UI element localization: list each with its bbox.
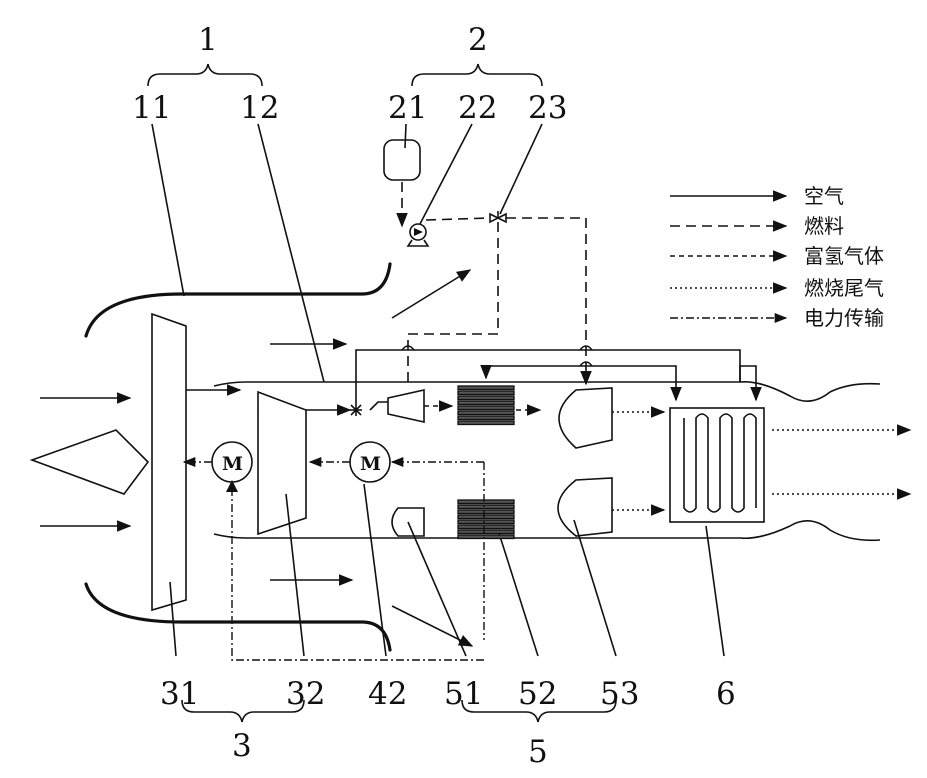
motor-left-symbol: M xyxy=(222,453,243,475)
heat-exchanger-plate xyxy=(458,525,514,529)
legend-label-hydrogen: 富氢气体 xyxy=(804,244,884,268)
label-1: 1 xyxy=(198,22,218,58)
heat-exchanger-plate xyxy=(458,520,514,524)
legend-item-exhaust: 燃烧尾气 xyxy=(670,276,884,300)
legend-item-power: 电力传输 xyxy=(670,306,884,330)
heat-exchanger-plate xyxy=(458,411,514,415)
air-flows xyxy=(40,270,756,646)
motor-left: M xyxy=(212,442,252,482)
legend-label-exhaust: 燃烧尾气 xyxy=(804,276,884,300)
label-52: 52 xyxy=(518,676,557,712)
reformer-6-coil xyxy=(684,414,756,512)
legend-label-fuel: 燃料 xyxy=(804,214,844,238)
pump-22 xyxy=(408,224,428,246)
brace-1 xyxy=(148,64,262,86)
inlet-cone xyxy=(32,430,148,494)
mixing-junction xyxy=(350,404,362,416)
label-31: 31 xyxy=(160,676,199,712)
legend-label-power: 电力传输 xyxy=(804,306,884,330)
valve-23 xyxy=(490,211,506,222)
motor-42: M xyxy=(350,442,390,482)
label-23: 23 xyxy=(528,90,567,126)
label-22: 22 xyxy=(458,90,497,126)
motor-42-symbol: M xyxy=(360,453,381,475)
core-casing xyxy=(214,382,880,541)
brace-2 xyxy=(412,64,542,86)
heat-exchanger-plate xyxy=(458,515,514,519)
heat-exchanger-plate xyxy=(458,535,514,539)
label-3: 3 xyxy=(232,728,252,764)
heat-exchanger-plate xyxy=(458,421,514,425)
label-12: 12 xyxy=(240,90,279,126)
legend-item-air: 空气 xyxy=(670,184,844,208)
compressor-32 xyxy=(258,392,306,534)
heat-exchanger-52 xyxy=(458,500,514,539)
fan-31 xyxy=(152,314,186,610)
legend-label-air: 空气 xyxy=(804,184,844,208)
legend-item-hydrogen: 富氢气体 xyxy=(670,244,884,268)
fuel-tank-21 xyxy=(384,140,420,180)
turbine-53-upper xyxy=(559,388,612,448)
heat-exchanger-plate xyxy=(458,505,514,509)
label-32: 32 xyxy=(286,676,325,712)
heat-exchanger-plate xyxy=(458,530,514,534)
heat-exchanger-upper xyxy=(458,386,514,425)
heat-exchanger-plate xyxy=(458,416,514,420)
label-21: 21 xyxy=(388,90,427,126)
exhaust-lines xyxy=(612,412,910,510)
label-2: 2 xyxy=(468,22,488,58)
heat-exchanger-plate xyxy=(458,391,514,395)
heat-exchanger-plate xyxy=(458,396,514,400)
heat-exchanger-plate xyxy=(458,500,514,504)
heat-exchanger-plate xyxy=(458,401,514,405)
legend: 空气 燃料 富氢气体 燃烧尾气 电力传输 xyxy=(670,184,884,330)
label-53: 53 xyxy=(600,676,639,712)
label-6: 6 xyxy=(716,676,736,712)
turbine-53-lower xyxy=(558,478,612,536)
fuel-lines xyxy=(402,182,586,384)
label-11: 11 xyxy=(132,90,171,126)
heat-exchanger-plate xyxy=(458,386,514,390)
label-5: 5 xyxy=(528,734,548,770)
label-42: 42 xyxy=(368,676,407,712)
legend-item-fuel: 燃料 xyxy=(670,214,844,238)
small-compressor xyxy=(388,390,424,422)
heat-exchanger-plate xyxy=(458,406,514,410)
heat-exchanger-plate xyxy=(458,510,514,514)
